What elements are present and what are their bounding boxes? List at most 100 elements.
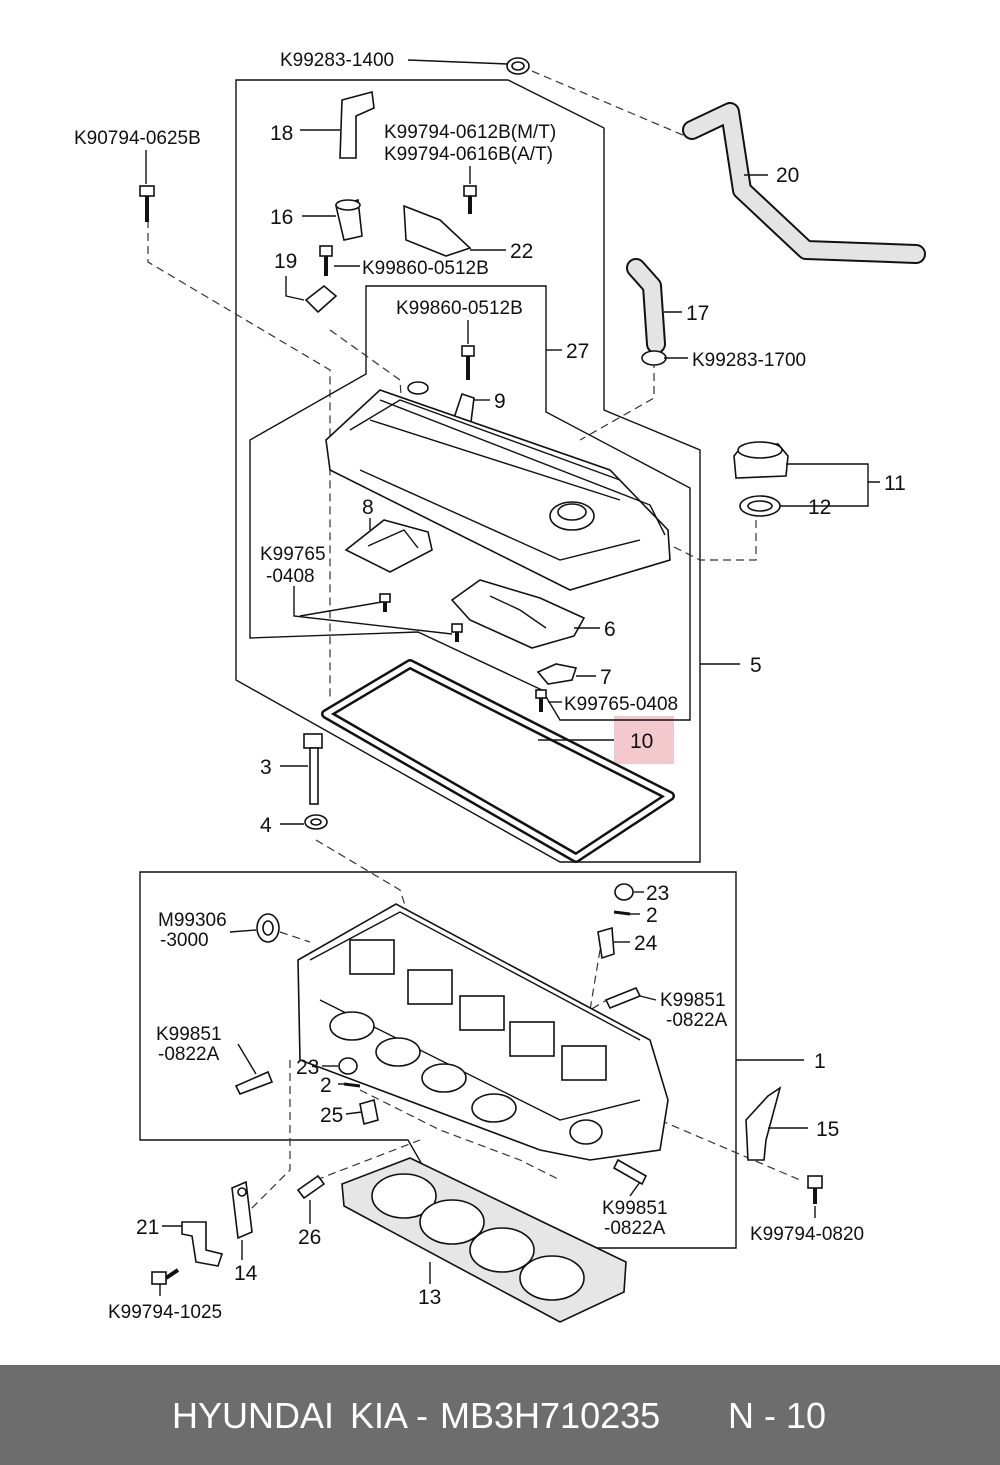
label-k99794-0612b: K99794-0612B(M/T) <box>384 122 556 143</box>
parts-diagram: K99283-1400 K90794-0625B K99794-0612B(M/… <box>74 50 926 1323</box>
rocker-cover-gasket-10 <box>321 659 675 863</box>
clip-19 <box>304 284 338 314</box>
num-16: 16 <box>270 206 293 229</box>
stud-k99851-left <box>234 1070 274 1096</box>
label-k99765-0408-a1: K99765 <box>260 544 326 565</box>
label-k99851-right-1: K99851 <box>660 990 726 1011</box>
gasket-12 <box>739 495 781 517</box>
grommet-16 <box>335 198 363 241</box>
num-21: 21 <box>136 1216 159 1239</box>
bracket-21 <box>181 1221 224 1267</box>
label-m99306-1: M99306 <box>158 910 227 931</box>
num-12: 12 <box>808 496 831 519</box>
label-k99851-bottom-2: -0822A <box>604 1218 666 1239</box>
num-8: 8 <box>362 496 374 519</box>
bolt-k99794-1025 <box>151 1268 180 1285</box>
baffle-plate-6 <box>450 579 586 649</box>
num-4: 4 <box>260 814 272 837</box>
pcv-valve-18 <box>339 90 375 159</box>
label-k99794-0616b: K99794-0616B(A/T) <box>384 144 553 165</box>
num-19: 19 <box>274 250 297 273</box>
bracket-15 <box>745 1086 782 1161</box>
num-7: 7 <box>600 666 612 689</box>
label-k99851-left-1: K99851 <box>156 1024 222 1045</box>
num-1: 1 <box>814 1050 826 1073</box>
footer-part-number: MB3H710235 <box>440 1395 661 1436</box>
num-20: 20 <box>776 164 799 187</box>
label-k90794-0625b: K90794-0625B <box>74 128 201 149</box>
num-2-lower: 2 <box>320 1074 332 1097</box>
seal-m99306-3000 <box>256 913 280 943</box>
label-k99851-right-2: -0822A <box>666 1010 728 1031</box>
cap-23-lower <box>338 1057 358 1075</box>
part-number-labels: 18 16 19 20 22 17 27 9 11 12 8 6 5 7 10 … <box>136 122 906 1309</box>
cotter-2-upper <box>613 910 631 916</box>
num-14: 14 <box>234 1262 258 1285</box>
label-k99794-1025: K99794-1025 <box>108 1302 222 1323</box>
num-23-lower: 23 <box>296 1056 319 1079</box>
bolt-3 <box>303 733 323 805</box>
part-code-labels: K99283-1400 K90794-0625B K99794-0612B(M/… <box>74 50 864 1323</box>
footer-make: KIA - <box>350 1395 429 1436</box>
num-9: 9 <box>494 390 506 413</box>
clamp-k99283-1400 <box>506 57 530 75</box>
footer-bar: HYUNDAI KIA - MB3H710235 N - 10 <box>0 1365 1000 1465</box>
num-17: 17 <box>686 302 709 325</box>
cap-23-upper <box>614 883 634 901</box>
bolt-k99860-0512b-a <box>319 245 333 276</box>
label-k99860-0512b-a: K99860-0512B <box>362 258 489 279</box>
num-6: 6 <box>604 618 616 641</box>
num-15: 15 <box>816 1118 839 1141</box>
num-2-upper: 2 <box>646 904 658 927</box>
num-24: 24 <box>634 932 658 955</box>
label-k99860-0512b-b: K99860-0512B <box>396 298 523 319</box>
dowel-26 <box>296 1174 326 1200</box>
breather-hose-20 <box>682 102 926 264</box>
label-m99306-2: -3000 <box>160 930 209 951</box>
num-11: 11 <box>884 472 906 495</box>
num-10: 10 <box>630 730 653 753</box>
oil-filler-cap-11 <box>733 441 789 479</box>
num-13: 13 <box>418 1286 441 1309</box>
bolt-k99794-0612b <box>463 185 477 214</box>
stud-k99851-bottom <box>612 1158 648 1186</box>
num-27: 27 <box>566 340 589 363</box>
label-k99851-left-2: -0822A <box>158 1044 220 1065</box>
rocker-cover-group-outline <box>235 79 701 863</box>
seal-k99283-1700 <box>641 350 667 366</box>
bolt-k99765-0408-a <box>379 593 463 642</box>
bolt-k99860-0512b-b <box>461 345 475 380</box>
pcv-hose-17 <box>626 258 666 354</box>
head-gasket-13 <box>341 1157 627 1323</box>
hanger-14 <box>231 1180 253 1240</box>
label-k99283-1700: K99283-1700 <box>692 350 806 371</box>
washer-4 <box>304 814 328 830</box>
cylinder-head-1 <box>297 903 669 1161</box>
num-5: 5 <box>750 654 762 677</box>
num-18: 18 <box>270 122 293 145</box>
bolt-k90794-0625b <box>139 185 155 222</box>
num-3: 3 <box>260 756 272 779</box>
bolt-k99794-0820 <box>807 1175 823 1204</box>
num-26: 26 <box>298 1226 321 1249</box>
leader-lines <box>145 59 880 1296</box>
num-22: 22 <box>510 240 533 263</box>
num-25: 25 <box>320 1104 343 1127</box>
highlight-box-10 <box>614 716 674 764</box>
bolt-k99765-0408-b <box>535 689 547 712</box>
bracket-22 <box>403 204 472 257</box>
label-k99283-1400: K99283-1400 <box>280 50 394 71</box>
label-k99765-0408-a2: -0408 <box>266 566 315 587</box>
plate-7 <box>536 663 578 685</box>
stud-k99851-right <box>604 986 642 1010</box>
rocker-cover <box>325 381 671 591</box>
label-k99851-bottom-1: K99851 <box>602 1198 668 1219</box>
label-k99794-0820: K99794-0820 <box>750 1224 864 1245</box>
cotter-2-lower <box>343 1082 361 1088</box>
num-23-upper: 23 <box>646 882 669 905</box>
footer-brand: HYUNDAI <box>172 1395 335 1436</box>
label-k99765-0408-b: K99765-0408 <box>564 694 678 715</box>
footer-page: N - 10 <box>728 1395 827 1436</box>
guide-25 <box>359 1098 379 1126</box>
baffle-plate-8 <box>344 519 433 573</box>
